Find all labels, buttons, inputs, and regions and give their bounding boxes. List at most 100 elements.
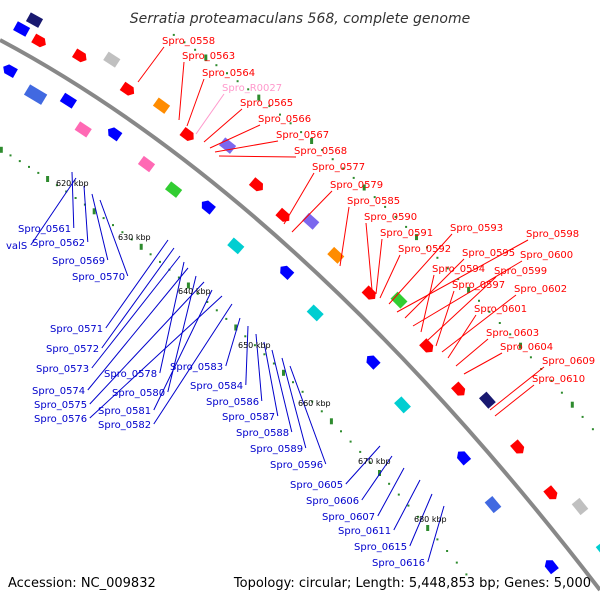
leader-line <box>339 206 350 267</box>
gene-feature <box>23 84 48 105</box>
leader-line <box>489 366 545 411</box>
leader-line <box>409 493 433 547</box>
tick-dot <box>455 561 458 564</box>
leader-line <box>245 325 249 386</box>
gene-feature <box>451 381 466 396</box>
gene-label-reverse: Spro_0616 <box>372 558 425 569</box>
leader-line <box>365 222 373 291</box>
gene-feature <box>71 48 87 63</box>
gene-label-reverse: Spro_0615 <box>354 542 407 553</box>
leader-line <box>153 303 233 425</box>
gene-label-reverse: Spro_0571 <box>50 324 103 335</box>
tick-dot <box>352 176 355 179</box>
leader-line <box>91 255 181 369</box>
gene-label-forward: Spro_0601 <box>474 304 527 315</box>
gene-feature <box>457 451 472 466</box>
gene-feature <box>3 64 18 78</box>
leader-line <box>186 78 205 127</box>
tick-dot <box>253 344 256 347</box>
tick-dot <box>342 167 345 170</box>
tick-dot <box>215 309 218 312</box>
gene-label-reverse: Spro_0574 <box>32 386 85 397</box>
gene-feature <box>137 155 156 173</box>
genome-backbone <box>0 38 600 592</box>
scale-tick-label: 660 kbp <box>298 399 331 408</box>
gene-label-reverse: Spro_0580 <box>112 388 165 399</box>
gene-label-forward: Spro_0592 <box>398 244 451 255</box>
leader-line <box>441 294 517 353</box>
tick-dot <box>74 197 77 199</box>
gene-feature <box>390 291 408 309</box>
leader-line <box>377 467 405 517</box>
gene-label-forward: Spro_0597 <box>452 280 505 291</box>
tick-dot <box>388 482 391 485</box>
tick-dot <box>362 184 366 191</box>
tick-dot <box>394 215 397 218</box>
leader-line <box>153 289 213 411</box>
gene-feature <box>510 439 525 454</box>
tick-dot <box>257 94 261 101</box>
gene-label-forward: Spro_0609 <box>542 356 595 367</box>
gene-feature <box>479 391 496 409</box>
gene-feature <box>544 560 559 575</box>
tick-dot <box>301 390 304 393</box>
gene-feature <box>25 12 44 28</box>
scale-tick-label: 650 kbp <box>238 341 271 350</box>
tick-dot <box>457 278 460 281</box>
tick-dot <box>300 131 303 134</box>
tick-dot <box>225 317 228 320</box>
leader-line <box>218 155 297 158</box>
gene-label-forward: Spro_0604 <box>500 342 553 353</box>
gene-label-reverse: Spro_0582 <box>98 420 151 431</box>
tick-dot <box>196 292 199 295</box>
gene-label-forward: Spro_0568 <box>294 146 347 157</box>
tick-dot <box>349 440 352 443</box>
tick-dot <box>321 149 324 151</box>
gene-feature <box>13 21 31 37</box>
gene-feature <box>595 540 600 559</box>
tick-dot <box>415 234 418 241</box>
tick-dot <box>311 400 314 403</box>
gene-label-forward: Spro_0585 <box>347 196 400 207</box>
gene-label-forward: Spro_0566 <box>258 114 311 125</box>
leader-line <box>105 239 169 329</box>
tick-dot <box>446 550 449 552</box>
leader-line <box>89 295 223 419</box>
tick-dot <box>244 335 247 338</box>
tick-dot <box>65 190 68 193</box>
tick-dot <box>130 238 133 241</box>
leader-line <box>435 290 455 347</box>
tick-dot <box>407 504 410 507</box>
accession-text: Accession: NC_009832 <box>8 576 156 591</box>
gene-feature <box>306 304 324 322</box>
tick-dot <box>289 122 292 125</box>
leader-line <box>447 314 477 359</box>
tick-dot <box>172 33 175 36</box>
gene-label-forward: Spro_0579 <box>330 180 383 191</box>
tick-dot <box>509 333 512 336</box>
gene-label-reverse: Spro_0581 <box>98 406 151 417</box>
tick-dot <box>37 171 40 174</box>
gene-label-reverse: Spro_0611 <box>338 526 391 537</box>
gene-label-reverse: Spro_0573 <box>36 364 89 375</box>
tick-dot <box>292 381 294 384</box>
tick-dot <box>28 165 30 168</box>
tick-dot <box>206 301 209 303</box>
leader-line <box>404 258 465 319</box>
leader-line <box>427 505 445 563</box>
tick-dot <box>405 225 408 228</box>
tick-dot <box>560 391 563 394</box>
scale-tick-label: 680 kbp <box>414 515 447 524</box>
tick-dot <box>331 158 334 161</box>
gene-feature <box>119 81 135 96</box>
summary-text: Topology: circular; Length: 5,448,853 bp… <box>233 576 591 591</box>
tick-dot <box>446 267 449 270</box>
gene-feature <box>165 181 183 198</box>
scale-tick-label: 620 kbp <box>56 179 89 188</box>
tick-dot <box>465 573 468 576</box>
leader-line <box>271 349 293 433</box>
tick-dot <box>397 493 400 496</box>
leader-line <box>30 177 77 246</box>
